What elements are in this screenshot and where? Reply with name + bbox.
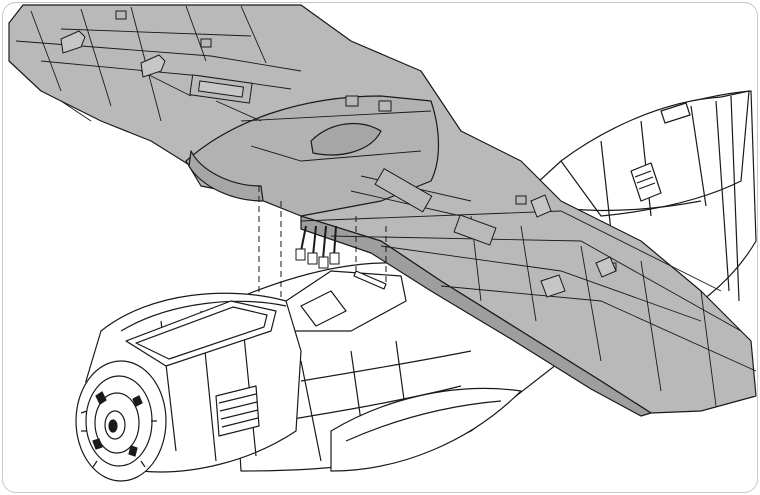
servo-connectors <box>295 225 340 269</box>
control-horns <box>60 30 617 298</box>
assembly-illustration <box>8 4 757 482</box>
wing-hatches <box>115 10 617 272</box>
engine-front <box>75 360 167 482</box>
wing <box>8 4 757 417</box>
